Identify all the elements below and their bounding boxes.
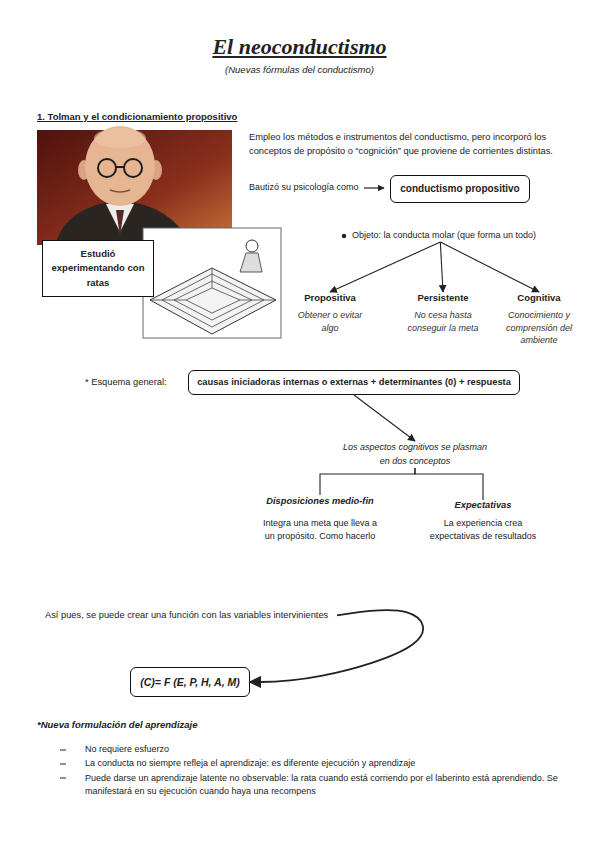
list-dash — [60, 778, 66, 779]
list-dash — [60, 750, 66, 751]
node-text: Estudió experimentando con ratas — [49, 247, 147, 290]
list-dash — [60, 764, 66, 765]
bullet-dot — [342, 234, 346, 238]
node-text: causas iniciadoras internas o externas +… — [193, 377, 515, 387]
concept-item: Disposiciones medio-finIntegra una meta … — [262, 495, 378, 543]
tie — [116, 210, 124, 236]
head — [85, 126, 155, 206]
cartoon-frame — [143, 228, 281, 338]
summary-text: Así pues, se puede crear una función con… — [45, 608, 337, 623]
glasses — [98, 159, 116, 177]
connector — [440, 242, 443, 292]
section-heading: 1. Tolman y el condicionamiento proposit… — [37, 111, 357, 122]
maze-wall — [162, 274, 264, 327]
list-item: No requiere esfuerzo — [85, 744, 575, 754]
maze-wall — [212, 268, 213, 288]
node-text: Objeto: la conducta molar (que forma un … — [352, 229, 544, 242]
connector — [330, 242, 440, 292]
concept-item: Expectativas La experiencia crea expectat… — [428, 500, 538, 543]
node-text: Así pues, se puede crear una función con… — [45, 608, 337, 623]
node-text: Integra una meta que lleva a un propósit… — [262, 517, 378, 543]
page-title: El neoconductismo — [0, 34, 599, 60]
paragraph: Empleo los métodos e instrumentos del co… — [249, 131, 571, 159]
node-heading: Expectativas — [428, 500, 538, 510]
node-heading: Cognitiva — [496, 292, 582, 303]
head-highlight — [94, 128, 146, 148]
connector — [415, 468, 483, 500]
subsection-heading: *Nueva formulación del aprendizaje — [37, 719, 357, 730]
branch-item: PropositivaObtener o evitar algo — [288, 292, 372, 334]
concept-text: Los aspectos cognitivos se plasman en do… — [340, 441, 490, 468]
scientist-head — [246, 240, 258, 252]
branch-item: CognitivaConocimiento y comprensión del … — [496, 292, 582, 347]
note-box: Estudió experimentando con ratas — [42, 240, 154, 297]
node-text: Obtener o evitar algo — [288, 309, 372, 334]
branch-item: Persistente No cesa hasta conseguir la me… — [396, 292, 490, 334]
node-text: Los aspectos cognitivos se plasman en do… — [340, 441, 490, 468]
bullet-text: Objeto: la conducta molar (que forma un … — [352, 229, 544, 242]
connector — [440, 242, 539, 292]
maze-wall — [240, 300, 276, 301]
subtitle: (Nuevas fórmulas del conductismo) — [0, 64, 599, 75]
scheme-box: * Esquema general:causas iniciadoras int… — [188, 370, 520, 395]
node-heading: * Esquema general: — [85, 377, 167, 387]
pointer-arrow — [364, 187, 384, 188]
maze-cartoon — [143, 228, 281, 338]
maze-wall — [150, 300, 186, 301]
lead-text: Bautizó su psicología como — [249, 182, 369, 192]
connector — [320, 468, 415, 495]
node-text: La experiencia crea expectativas de resu… — [428, 517, 538, 543]
scientist-body — [240, 253, 262, 272]
connector — [354, 395, 415, 441]
node-heading: Persistente — [396, 292, 490, 303]
node-text: Conocimiento y comprensión del ambiente — [496, 309, 582, 347]
maze-wall — [174, 281, 252, 320]
node-heading: Propositiva — [288, 292, 372, 303]
portrait-photo — [37, 126, 232, 245]
concept-box: conductismo propositivo — [390, 175, 530, 203]
glasses — [124, 159, 142, 177]
list-item: Puede darse un aprendizaje latente no ob… — [85, 772, 575, 798]
formula-box: (C)= F (E, P, H, A, M) — [130, 667, 250, 697]
node-text: No cesa hasta conseguir la meta — [396, 309, 490, 334]
maze-wall — [186, 288, 240, 313]
connector — [250, 610, 423, 682]
maze-floor — [150, 268, 276, 334]
mouth — [110, 190, 130, 192]
glasses-bridge — [116, 166, 124, 168]
list-item: La conducta no siempre refleja el aprend… — [85, 758, 575, 768]
node-text: conductismo propositivo — [395, 183, 525, 194]
node-text: (C)= F (E, P, H, A, M) — [135, 676, 245, 688]
node-heading: Disposiciones medio-fin — [262, 495, 378, 508]
